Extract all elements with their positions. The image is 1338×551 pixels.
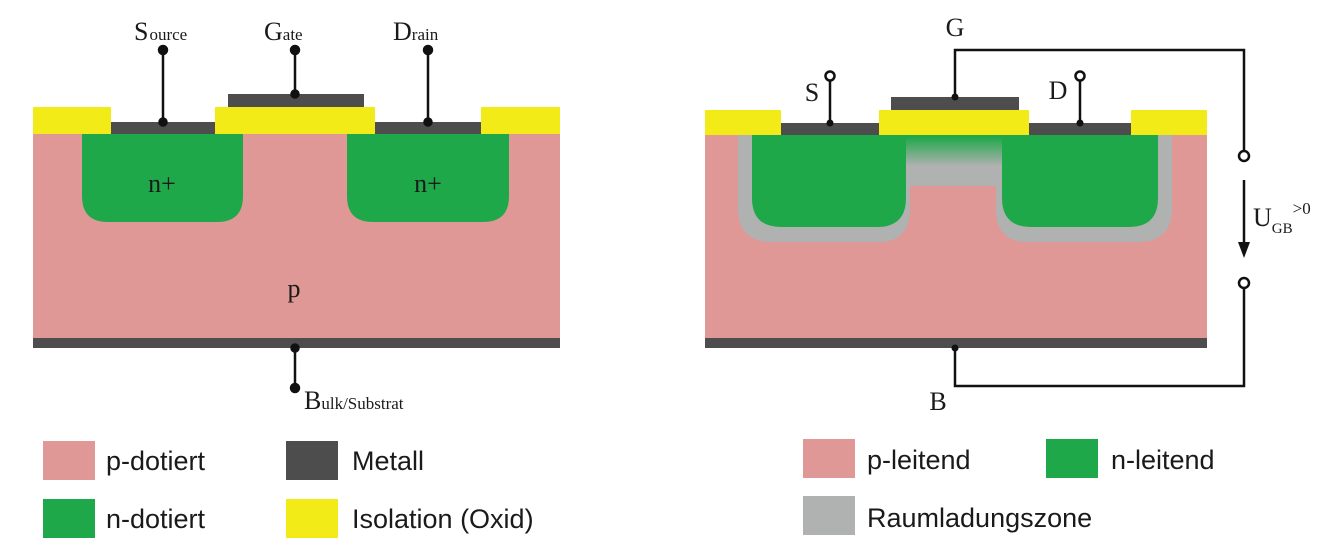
gate-metal xyxy=(228,94,364,107)
source-terminal-dot-bottom xyxy=(158,117,168,127)
gate-terminal-dot-top xyxy=(289,44,301,56)
source-label-right: S xyxy=(805,78,819,107)
legend-swatch-raumladungszone xyxy=(803,496,855,535)
p-region-label: p xyxy=(288,274,301,303)
bulk-terminal-dot-top xyxy=(290,343,300,353)
legend-left: p-dotiert Metall n-dotiert Isolation (Ox… xyxy=(43,441,534,538)
legend-label-p-leitend: p-leitend xyxy=(867,445,971,475)
n-plus-label-right: n+ xyxy=(414,169,442,198)
left-mosfet-structure: Source Gate Drain Bulk/Substrat n+ n+ p xyxy=(33,17,560,415)
n-plus-label-left: n+ xyxy=(148,169,176,198)
legend-swatch-p-leitend xyxy=(803,439,855,478)
legend-swatch-isolation xyxy=(286,499,338,538)
legend-swatch-p-dotiert xyxy=(43,441,95,480)
drain-metal xyxy=(375,122,481,134)
oxide-gate-right xyxy=(879,110,1029,135)
source-terminal-dot-top xyxy=(157,44,169,56)
source-label: Source xyxy=(134,17,187,46)
gate-metal-right xyxy=(891,97,1019,110)
oxide-right xyxy=(481,107,560,134)
drain-metal-right xyxy=(1029,123,1131,135)
gate-label: Gate xyxy=(264,17,303,46)
voltage-terminal-bottom xyxy=(1237,276,1251,290)
bulk-junction-dot xyxy=(951,344,959,352)
bulk-label: Bulk/Substrat xyxy=(304,386,404,415)
legend-right: p-leitend n-leitend Raumladungszone xyxy=(803,439,1215,535)
bulk-metal-contact xyxy=(33,338,560,348)
open-terminals xyxy=(824,70,1251,290)
bulk-terminal-dot-bottom xyxy=(289,382,301,394)
gate-label-right: G xyxy=(946,13,965,42)
bulk-label-right: B xyxy=(929,387,946,416)
legend-swatch-metall xyxy=(286,441,338,480)
voltage-terminal-top xyxy=(1237,149,1251,163)
drain-terminal-dot-bottom xyxy=(423,117,433,127)
voltage-arrow-head xyxy=(1238,242,1250,258)
drain-open-terminal xyxy=(1074,70,1086,82)
drain-label: Drain xyxy=(393,17,439,46)
oxide-left xyxy=(33,107,111,134)
source-metal xyxy=(111,122,215,134)
legend-swatch-n-dotiert xyxy=(43,499,95,538)
legend-label-raumladungszone: Raumladungszone xyxy=(867,503,1092,533)
voltage-label: UGB>0 xyxy=(1253,199,1311,237)
legend-label-p-dotiert: p-dotiert xyxy=(106,446,206,476)
drain-terminal-dot-top xyxy=(422,44,434,56)
n-leitend-well-left xyxy=(752,132,906,227)
inversion-channel xyxy=(906,132,1002,166)
legend-label-isolation: Isolation (Oxid) xyxy=(352,504,534,534)
right-mosfet-structure: G S D B UGB>0 xyxy=(705,13,1311,416)
n-plus-well-left xyxy=(82,132,243,222)
legend-label-n-leitend: n-leitend xyxy=(1111,445,1215,475)
oxide-right-right xyxy=(1131,110,1207,135)
drain-label-right: D xyxy=(1049,76,1068,105)
n-leitend-well-right xyxy=(1002,132,1158,227)
oxide-left-right xyxy=(705,110,781,135)
bulk-metal-contact-right xyxy=(705,338,1207,348)
terminal-wires-left xyxy=(157,44,434,394)
source-open-terminal xyxy=(824,70,836,82)
legend-swatch-n-leitend xyxy=(1046,439,1098,478)
source-junction-dot xyxy=(826,119,834,127)
drain-junction-dot xyxy=(1076,119,1084,127)
circuit-junctions xyxy=(826,93,1084,352)
legend-label-metall: Metall xyxy=(352,446,424,476)
gate-junction-dot xyxy=(951,93,959,101)
n-plus-well-right xyxy=(347,132,509,222)
circuit-wires xyxy=(828,48,1246,388)
oxide-gate xyxy=(215,107,375,134)
gate-terminal-dot-bottom xyxy=(290,89,300,99)
source-metal-right xyxy=(781,123,879,135)
legend-label-n-dotiert: n-dotiert xyxy=(106,504,206,534)
